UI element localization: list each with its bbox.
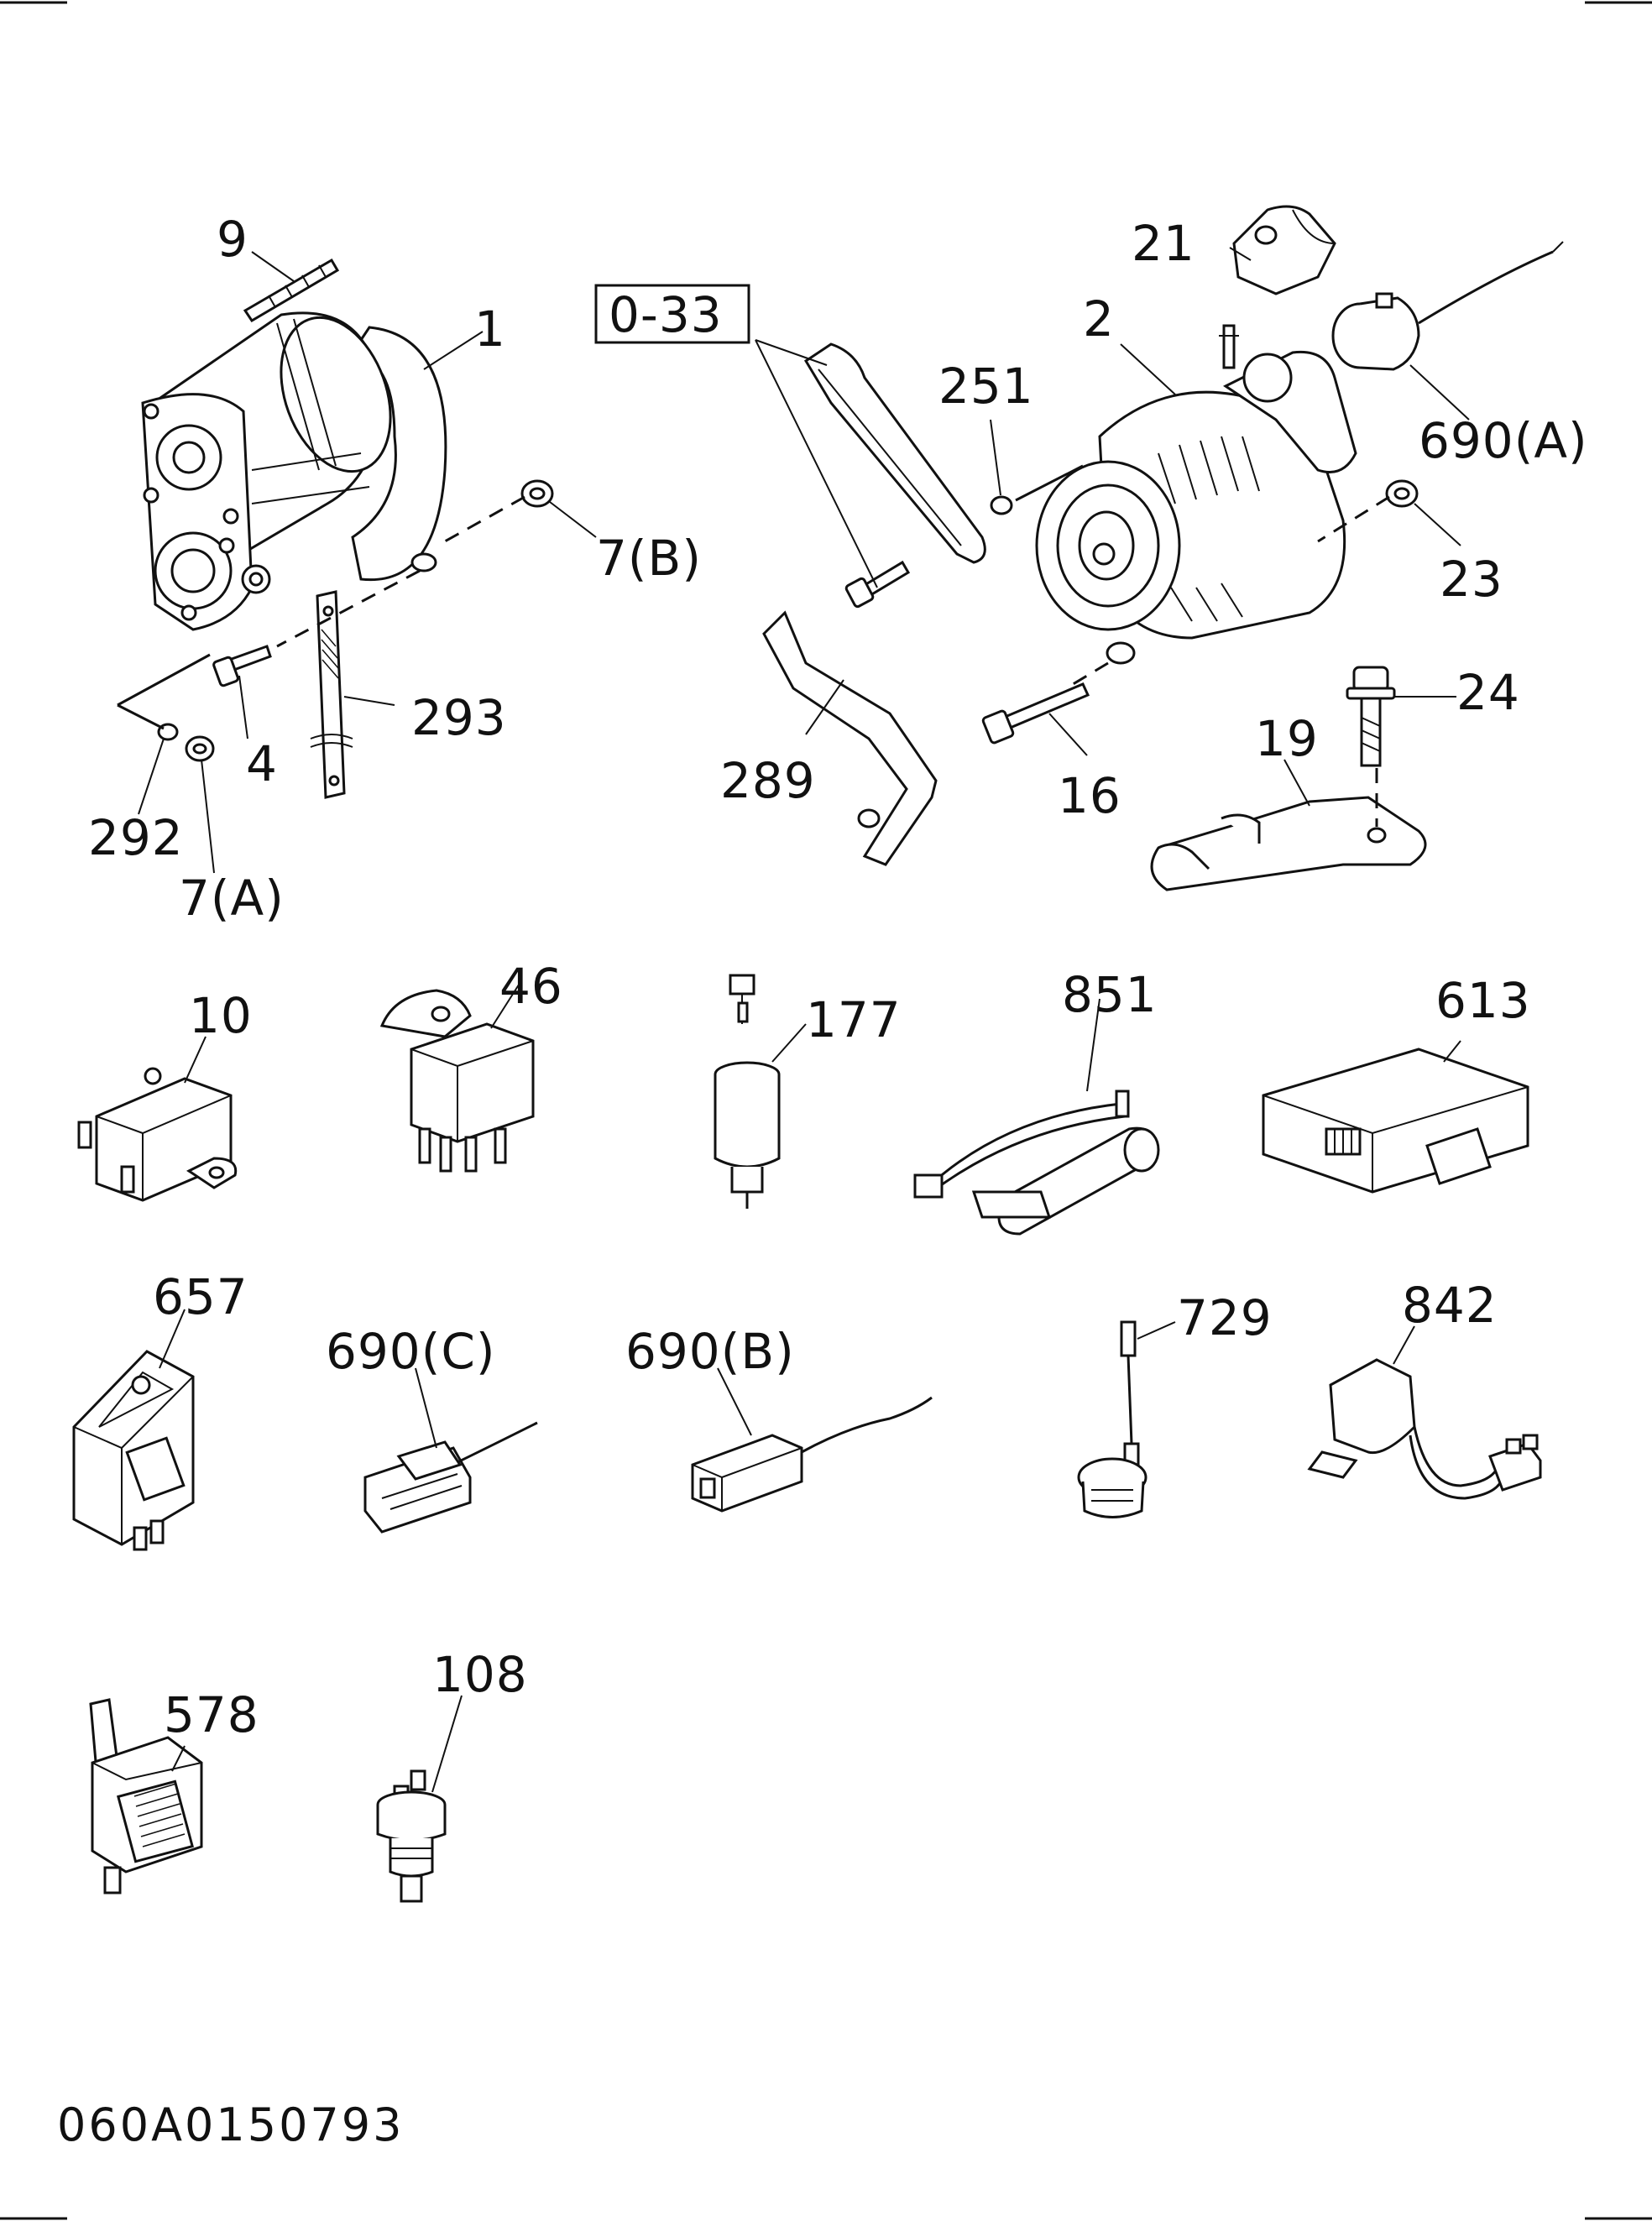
callout-292: 292 (88, 809, 184, 866)
starter-motor-part[interactable] (141, 302, 447, 631)
resistor-part[interactable] (913, 1090, 1160, 1236)
callout-851: 851 (1062, 966, 1158, 1023)
callout-23: 23 (1440, 551, 1503, 608)
callout-578: 578 (164, 1686, 259, 1743)
controller-657-part[interactable] (72, 1350, 195, 1551)
nut-7a-part[interactable] (185, 735, 215, 762)
bracket-289-part[interactable] (762, 610, 938, 866)
connector-690b-part[interactable] (691, 1396, 933, 1513)
callout-9: 9 (217, 211, 248, 268)
magnetic-switch-part[interactable] (77, 1067, 238, 1202)
relay-46-part[interactable] (379, 989, 535, 1173)
callout-7a: 7(A) (179, 870, 285, 927)
washer-251-part[interactable] (990, 495, 1013, 515)
callout-10: 10 (189, 987, 253, 1044)
callout-16: 16 (1058, 767, 1121, 824)
callout-2: 2 (1083, 290, 1115, 348)
callout-657: 657 (153, 1268, 248, 1325)
bracket-21-part[interactable] (1232, 205, 1336, 295)
sensor-729-part[interactable] (1077, 1320, 1148, 1518)
callout-46: 46 (499, 958, 563, 1015)
callout-729: 729 (1177, 1289, 1273, 1346)
callout-19: 19 (1255, 710, 1319, 767)
callout-289: 289 (720, 752, 816, 809)
nut-23-part[interactable] (1385, 479, 1419, 508)
ground-strap-part[interactable] (310, 590, 353, 799)
starter-assembly-lines (117, 495, 525, 730)
alternator-part[interactable] (1035, 324, 1357, 665)
nut-7b-part[interactable] (520, 479, 554, 508)
callout-293: 293 (411, 689, 507, 746)
callout-7b: 7(B) (596, 530, 702, 587)
callout-177: 177 (806, 991, 902, 1048)
callout-690c: 690(C) (326, 1323, 495, 1380)
callout-613: 613 (1435, 972, 1531, 1029)
adjusting-bar-part[interactable] (803, 342, 986, 564)
callout-24: 24 (1456, 664, 1520, 721)
bolt-16-part[interactable] (981, 682, 1090, 745)
callout-842: 842 (1402, 1277, 1498, 1334)
callout-690b: 690(B) (625, 1323, 795, 1380)
bolt-033-part[interactable] (844, 560, 911, 609)
relay-578-part[interactable] (89, 1698, 203, 1894)
bolt-24-part[interactable] (1346, 666, 1396, 767)
callout-1: 1 (474, 300, 506, 358)
callout-21: 21 (1132, 215, 1195, 272)
leader-lines (138, 247, 1470, 1793)
reference-box (594, 284, 750, 344)
connector-690c-part[interactable] (363, 1421, 538, 1534)
callout-251: 251 (938, 358, 1034, 415)
bolt-part[interactable] (212, 645, 272, 687)
sensor-690a-part[interactable] (1331, 241, 1564, 371)
pressure-switch-part[interactable] (376, 1769, 447, 1903)
alternator-assembly-lines (1015, 464, 1390, 690)
controller-613-part[interactable] (1262, 1048, 1529, 1194)
fuel-pump-part[interactable] (714, 974, 781, 1209)
buzzer-842-part[interactable] (1307, 1358, 1542, 1500)
bracket-19-part[interactable] (1150, 796, 1427, 891)
callout-4: 4 (246, 735, 278, 792)
callout-690a: 690(A) (1419, 412, 1588, 469)
callout-108: 108 (432, 1646, 528, 1703)
drawing-code: 060A0150793 (57, 2098, 405, 2151)
callout-labels: 9 1 7(B) 4 293 292 7(A) 0-33 289 251 21 … (57, 211, 1588, 2151)
callout-ref-033: 0-33 (609, 286, 723, 343)
stud-bolt-part[interactable] (243, 258, 340, 323)
